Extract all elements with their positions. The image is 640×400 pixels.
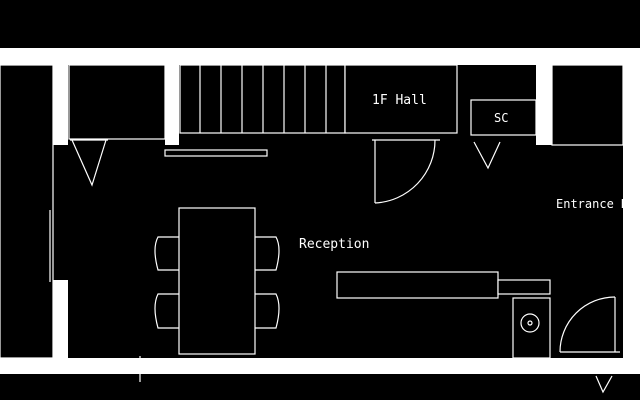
chairs (154, 236, 280, 329)
bottom-window (69, 356, 214, 382)
sill-under-stairs (164, 149, 268, 157)
entrance-door (559, 296, 620, 353)
window-swing-left (70, 139, 108, 187)
wall-middle-block (165, 65, 179, 145)
window-swing-bottom-right (595, 375, 613, 394)
wall-left-strip (53, 65, 68, 145)
right-cabinet (551, 64, 624, 146)
sink (512, 297, 551, 359)
counter (336, 271, 551, 299)
left-closet (0, 64, 54, 359)
hall-label: 1F Hall (372, 93, 427, 108)
reception-label: Reception (299, 237, 369, 252)
sc-label: SC (494, 111, 508, 125)
upper-left-cabinet (68, 64, 166, 140)
dining-table (178, 207, 256, 355)
window-swing-sc (473, 141, 501, 170)
chair (154, 236, 179, 271)
hall-door (372, 139, 440, 204)
wall-left-lower (53, 280, 68, 360)
top-wall (0, 48, 640, 65)
chair (154, 293, 179, 329)
entrance-label: Entrance H (556, 197, 628, 211)
wall-right-pier (536, 65, 552, 145)
hall-room (344, 64, 458, 134)
shoe-cupboard (470, 99, 537, 136)
walls (0, 48, 640, 374)
staircase (179, 64, 346, 134)
chair (255, 236, 280, 271)
chair (255, 293, 280, 329)
wall-right-edge (623, 65, 640, 360)
